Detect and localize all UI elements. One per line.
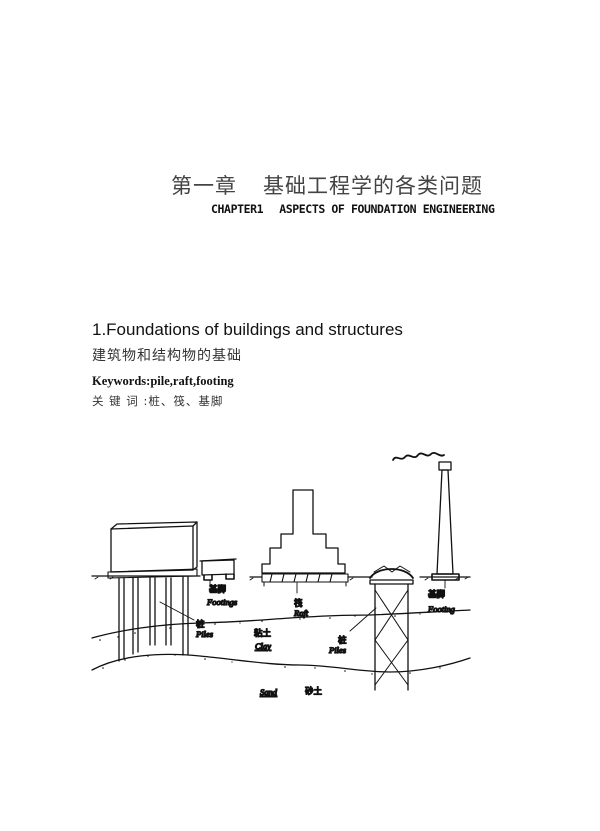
piles-left (118, 576, 189, 662)
label-footing-en: Footing (427, 604, 455, 614)
ground-line (91, 575, 471, 578)
label-sand-en: Sand (260, 687, 278, 697)
chapter-name-cn: 基础工程学的各类问题 (263, 174, 483, 198)
label-piles1-en: Piles (195, 629, 214, 639)
footing-building (199, 558, 237, 581)
label-clay-cn: 粘土 (254, 628, 272, 639)
leader-lines (159, 579, 446, 632)
label-footings-en: Footings (206, 597, 238, 607)
clay-surface (91, 609, 471, 639)
chapter-title-cn: 第一章 基础工程学的各类问题 (171, 170, 483, 200)
chapter-title-en: CHAPTER1 ASPECTS OF FOUNDATION ENGINEERIN… (211, 202, 495, 216)
truss-structure (369, 565, 414, 691)
chapter-name-en: ASPECTS OF FOUNDATION ENGINEERING (279, 202, 495, 216)
sand-surface (91, 653, 471, 673)
smoke-plume (392, 451, 445, 461)
foundations-illustration: 基脚 Footings 桩 Piles 筏 Raft 粘土 Clay 桩 Pil… (91, 451, 471, 698)
chapter-number-cn: 第一章 (171, 174, 237, 198)
section-title-en: 1.Foundations of buildings and structure… (92, 320, 403, 339)
label-raft-en: Raft (293, 608, 309, 618)
pile-building (107, 521, 198, 579)
label-raft-cn: 筏 (294, 598, 303, 609)
section-title-cn: 建筑物和结构物的基础 (92, 348, 242, 364)
label-sand-cn: 砂土 (305, 686, 323, 697)
label-piles2-cn: 桩 (338, 635, 347, 646)
label-piles2-en: Piles (328, 645, 347, 655)
raft-building (261, 489, 349, 587)
label-footings-cn: 基脚 (209, 584, 226, 595)
label-footing-cn: 基脚 (428, 589, 445, 600)
chapter-number-en: CHAPTER1 (211, 202, 264, 216)
keywords-en: Keywords:pile,raft,footing (92, 374, 234, 388)
chimney-stack (431, 461, 460, 581)
keywords-cn: 关 键 词 :桩、筏、基脚 (92, 394, 224, 408)
label-clay-en: Clay (255, 641, 271, 651)
raft-slab (261, 573, 349, 583)
label-piles1-cn: 桩 (196, 619, 205, 630)
soil-texture (99, 611, 451, 675)
